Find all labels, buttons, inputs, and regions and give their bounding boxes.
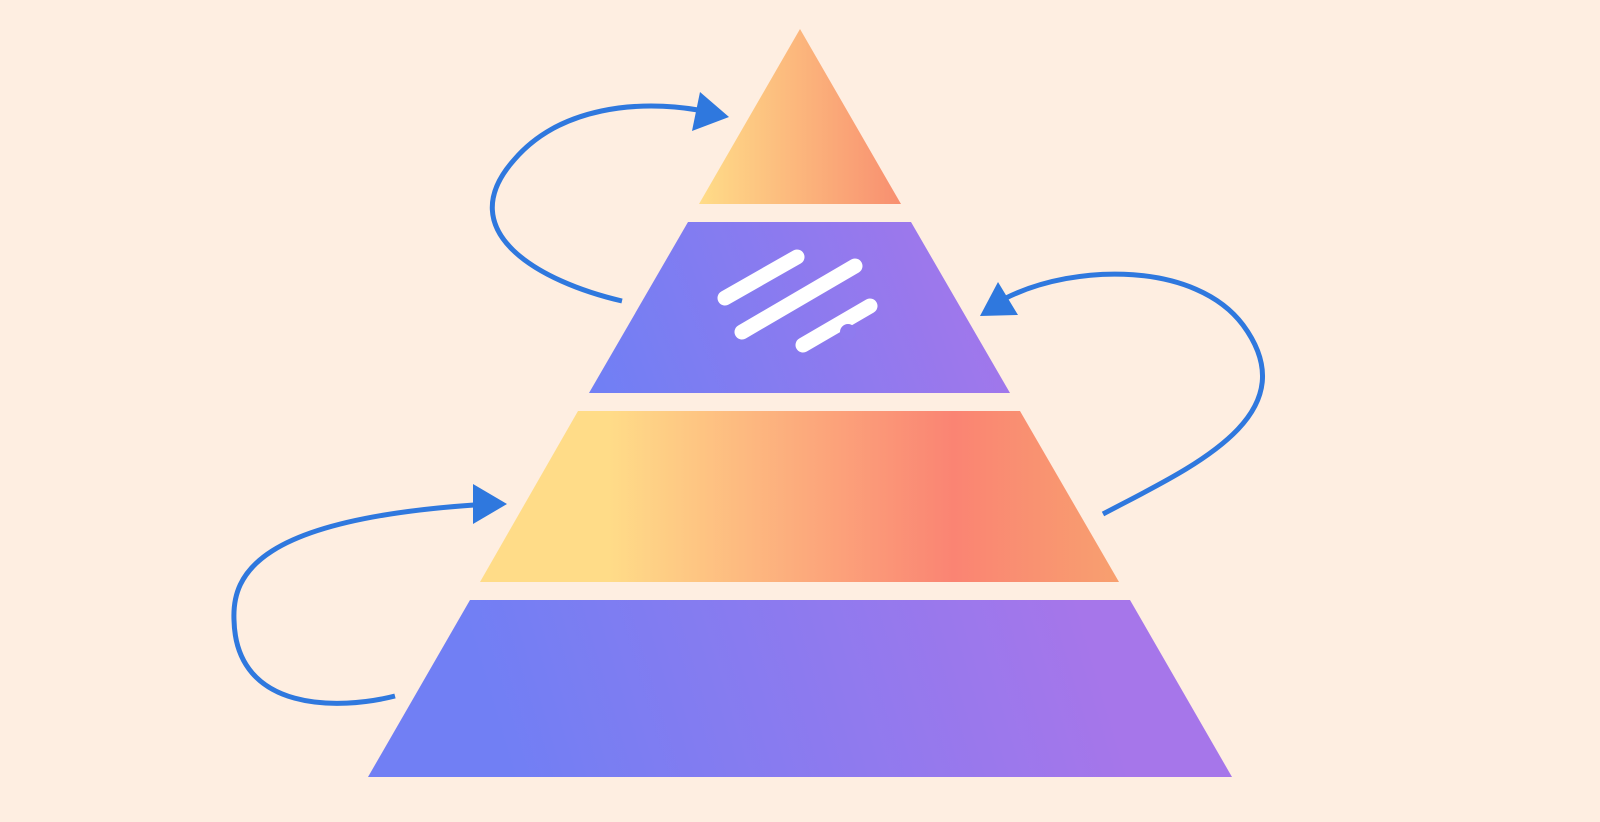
pyramid-tier-2 [589,222,1010,393]
cycle-arrow-tier4-to-tier3 [231,484,507,706]
pyramid-tier-1 [699,29,901,204]
arrow-head-icon [473,484,507,524]
arrow-curve [1004,271,1265,517]
cycle-arrow-tier3-to-tier2 [980,271,1265,517]
arrow-curve [489,103,699,304]
arrow-head-icon [980,282,1018,316]
pyramid-tier-3 [480,411,1119,582]
arrow-head-icon [692,92,729,131]
arrow-curve [231,502,475,706]
three-bars-logo-icon [717,249,878,353]
pyramid-tier-4 [368,600,1232,777]
cycle-arrow-tier2-to-tier1 [489,92,729,304]
